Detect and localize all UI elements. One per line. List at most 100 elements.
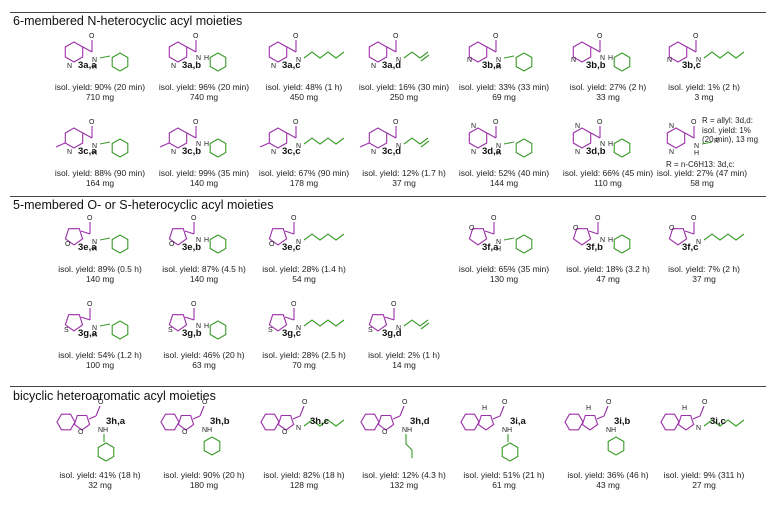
svg-text:O: O xyxy=(669,225,675,232)
compound-yield: isol. yield: 16% (30 min) xyxy=(358,82,450,92)
compound-id: 3g,a xyxy=(78,328,98,339)
compound-id: 3d,a xyxy=(482,146,502,157)
compound-mass: 43 mg xyxy=(596,480,620,490)
svg-text:N: N xyxy=(471,149,476,156)
svg-text:O: O xyxy=(182,429,188,436)
svg-text:H: H xyxy=(204,55,209,62)
svg-text:O: O xyxy=(693,33,699,40)
compound-id: 3e,b xyxy=(182,242,202,253)
compound-id: 3f,b xyxy=(586,242,603,253)
compound-mass: 69 mg xyxy=(492,92,516,102)
svg-text:NH: NH xyxy=(402,427,412,434)
compound-yield: isol. yield: 36% (46 h) xyxy=(567,470,649,480)
svg-text:N: N xyxy=(694,143,699,150)
svg-text:O: O xyxy=(493,33,499,40)
svg-text:O: O xyxy=(65,241,71,248)
svg-text:H: H xyxy=(204,323,209,330)
svg-text:O: O xyxy=(89,33,95,40)
svg-text:S: S xyxy=(268,327,273,334)
compound-mass: 58 mg xyxy=(690,178,714,188)
svg-text:NH: NH xyxy=(202,427,212,434)
compound-yield: isol. yield: 82% (18 h) xyxy=(263,470,345,480)
compound-id: 3g,d xyxy=(382,328,402,339)
compound-id: 3c,a xyxy=(78,146,97,157)
compound-yield: isol. yield: 67% (90 min) xyxy=(258,168,350,178)
svg-text:O: O xyxy=(469,225,475,232)
svg-text:O: O xyxy=(193,119,199,126)
compound-yield: isol. yield: 27% (2 h) xyxy=(569,82,647,92)
compound-id: 3e,c xyxy=(282,242,301,253)
svg-text:O: O xyxy=(98,399,104,406)
svg-text:H: H xyxy=(608,55,613,62)
compound-yield: isol. yield: 48% (1 h) xyxy=(265,82,343,92)
compound-mass: 740 mg xyxy=(189,92,219,102)
compound-mass: 47 mg xyxy=(596,274,620,284)
section-title-6-membered: 6-membered N-heterocyclic acyl moieties xyxy=(13,14,243,28)
note-line: R = allyl: 3d,d: xyxy=(702,116,753,125)
compound-yield: isol. yield: 52% (40 min) xyxy=(458,168,550,178)
compound-id: 3i,a xyxy=(510,416,526,427)
svg-text:O: O xyxy=(491,215,497,222)
note-line: R = n-C6H13: 3d,c: xyxy=(666,160,735,169)
compound-mass: 132 mg xyxy=(389,480,419,490)
svg-text:O: O xyxy=(606,399,612,406)
compound-yield: isol. yield: 41% (18 h) xyxy=(59,470,141,480)
compound-id: 3c,b xyxy=(182,146,202,157)
compound-id: 3h,b xyxy=(210,416,230,427)
compound-mass: 144 mg xyxy=(489,178,519,188)
svg-text:O: O xyxy=(89,119,95,126)
svg-text:N: N xyxy=(496,143,501,150)
compound-yield: isol. yield: 65% (35 min) xyxy=(458,264,550,274)
svg-text:N: N xyxy=(600,55,605,62)
svg-text:NH: NH xyxy=(606,427,616,434)
svg-text:O: O xyxy=(382,429,388,436)
compound-mass: 450 mg xyxy=(289,92,319,102)
svg-text:O: O xyxy=(191,215,197,222)
svg-text:N: N xyxy=(271,63,276,70)
svg-text:N: N xyxy=(600,141,605,148)
svg-text:N: N xyxy=(296,425,301,432)
svg-text:R: R xyxy=(714,138,719,145)
compound-id: 3a,a xyxy=(78,60,97,71)
svg-text:H: H xyxy=(204,237,209,244)
compound-yield: isol. yield: 99% (35 min) xyxy=(158,168,250,178)
compound-yield: isol. yield: 89% (0.5 h) xyxy=(58,264,142,274)
compound-id: 3a,b xyxy=(182,60,202,71)
compound-id: 3h,d xyxy=(410,416,430,427)
svg-text:O: O xyxy=(595,215,601,222)
svg-text:O: O xyxy=(293,33,299,40)
compound-yield: isol. yield: 7% (2 h) xyxy=(668,264,740,274)
compound-yield: isol. yield: 46% (20 h) xyxy=(163,350,245,360)
svg-text:O: O xyxy=(597,119,603,126)
compound-id: 3f,a xyxy=(482,242,499,253)
svg-text:N: N xyxy=(92,57,97,64)
structure-drawing: NON xyxy=(359,119,430,156)
compound-yield: isol. yield: 87% (4.5 h) xyxy=(162,264,246,274)
svg-text:N: N xyxy=(92,143,97,150)
svg-text:N: N xyxy=(471,123,476,130)
compound-mass: 3 mg xyxy=(694,92,714,102)
svg-text:N: N xyxy=(196,141,201,148)
svg-text:O: O xyxy=(573,225,579,232)
compound-id: 3g,c xyxy=(282,328,302,339)
svg-text:N: N xyxy=(296,325,301,332)
svg-text:H: H xyxy=(204,141,209,148)
compound-mass: 70 mg xyxy=(292,360,316,370)
compound-id: 3e,a xyxy=(78,242,97,253)
svg-text:N: N xyxy=(171,63,176,70)
svg-text:N: N xyxy=(571,57,576,64)
